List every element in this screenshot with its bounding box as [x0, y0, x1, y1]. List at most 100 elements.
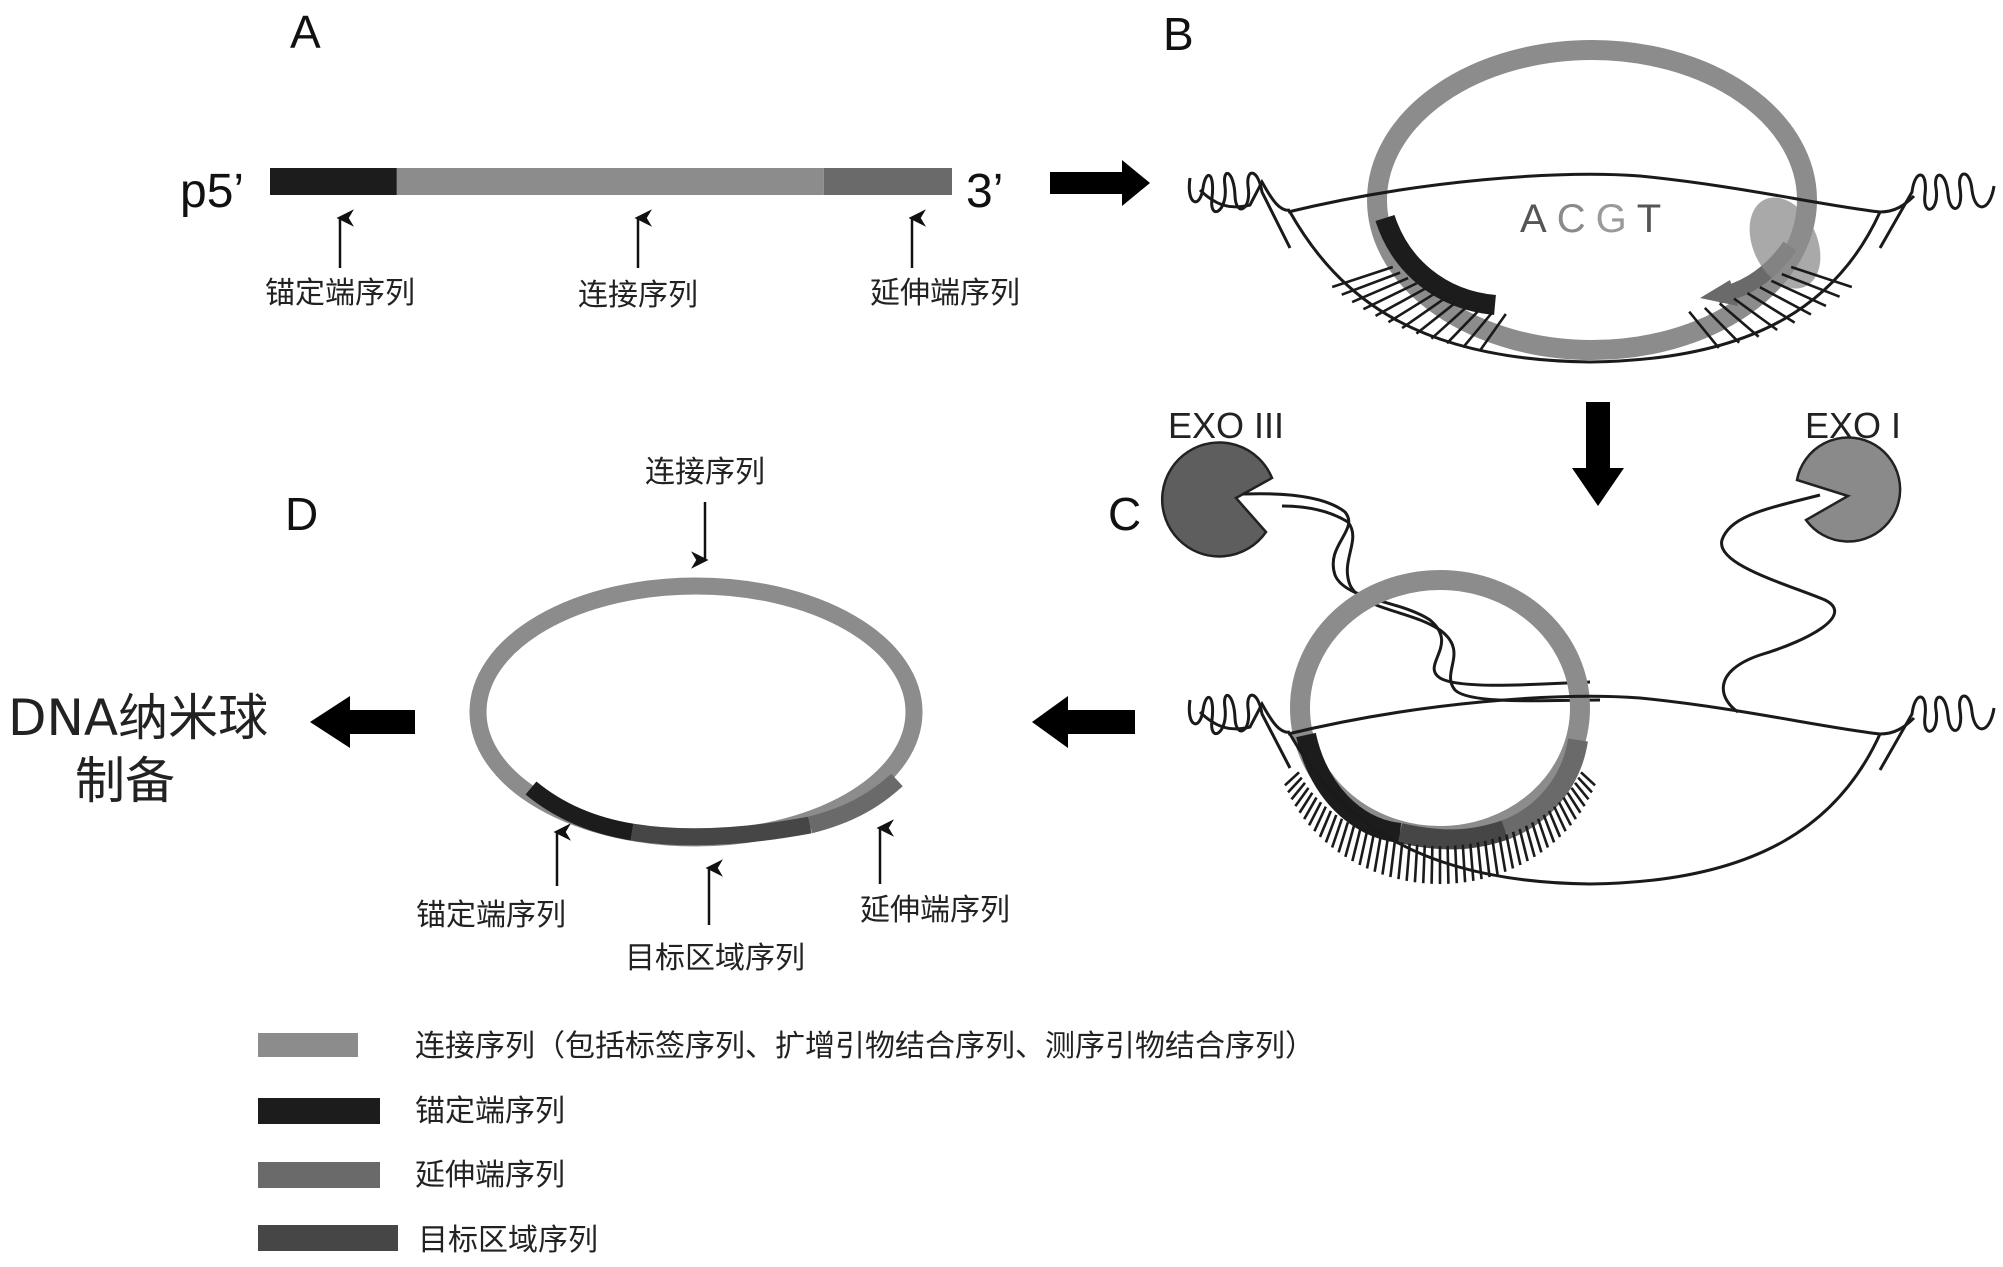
d-extension-label: 延伸端序列	[860, 893, 1010, 928]
base-pair-rung	[1461, 844, 1467, 883]
base-c: C	[1557, 197, 1596, 241]
exo-iii-enzyme-icon	[1160, 441, 1274, 558]
b-hybridization-rungs-right	[1688, 265, 1853, 349]
base-pair-rung	[1476, 842, 1483, 880]
base-pair-rung	[1365, 834, 1375, 869]
base-pair-rung	[1570, 787, 1586, 807]
panel-a-label: A	[290, 6, 321, 58]
dna-nanoball-label: DNA纳米球	[8, 689, 268, 747]
base-pair-rung	[1294, 787, 1310, 807]
extension-segment	[823, 168, 952, 195]
d-anchor-arc	[525, 781, 634, 841]
exo1-substrate-strand	[1720, 493, 1837, 714]
base-pair-rung	[1415, 300, 1459, 335]
base-pair-rung	[1524, 825, 1536, 858]
c-hybridization-rungs	[1284, 771, 1596, 884]
base-pair-rung	[1498, 836, 1507, 872]
base-pair-rung	[1530, 821, 1543, 853]
base-pair-rung	[1381, 838, 1389, 875]
base-pair-rung	[1566, 792, 1582, 814]
panel-c-label: C	[1108, 488, 1141, 540]
base-pair-rung	[1318, 810, 1333, 838]
legend-label-target: 目标区域序列	[418, 1223, 598, 1258]
base-pair-rung	[1536, 818, 1550, 848]
base-pair-rung	[1557, 801, 1573, 826]
base-pair-rung	[1770, 279, 1827, 308]
b-anchor-arc	[1375, 214, 1497, 315]
left-helix	[1187, 171, 1292, 249]
legend-label-extension: 延伸端序列	[415, 1158, 565, 1193]
c-left-helix	[1187, 693, 1292, 769]
d-anchor-label: 锚定端序列	[416, 898, 566, 933]
legend-swatch-anchor	[258, 1098, 380, 1124]
a-anchor-label: 锚定端序列	[265, 276, 415, 311]
c-extension-arc	[1501, 738, 1588, 840]
base-pair-rung	[1389, 840, 1397, 878]
base-pair-rung	[1324, 814, 1338, 843]
exo3-substrate-strand-1	[1242, 492, 1591, 687]
legend: 连接序列（包括标签序列、扩增引物结合序列、测序引物结合序列） 锚定端序列 延伸端…	[258, 1029, 1315, 1258]
linker-segment	[396, 168, 824, 195]
d-target-arc	[630, 816, 812, 846]
base-pair-rung	[1574, 781, 1590, 801]
polymerase-blob	[1749, 197, 1821, 289]
legend-label-anchor: 锚定端序列	[415, 1094, 565, 1129]
base-pair-rung	[1759, 286, 1812, 316]
base-pair-rung	[1421, 845, 1427, 884]
right-helix	[1878, 172, 1996, 249]
base-pair-rung	[1688, 310, 1720, 349]
base-pair-rung	[1284, 771, 1300, 787]
base-pair-rung	[1781, 272, 1841, 298]
acgt-bases: ACGT	[1520, 197, 1671, 241]
base-pair-rung	[1462, 310, 1495, 349]
base-pair-rung	[1542, 814, 1556, 843]
base-pair-rung	[1511, 831, 1522, 866]
c-target-arc	[1397, 820, 1509, 850]
base-pair-rung	[1298, 792, 1314, 814]
legend-swatch-linker	[258, 1033, 358, 1057]
base-pair-rung	[1374, 287, 1427, 317]
panel-b-label: B	[1163, 8, 1194, 60]
exo3-label: EXO III	[1168, 405, 1284, 446]
base-pair-rung	[1351, 828, 1362, 862]
base-pair-rung	[1718, 302, 1760, 338]
legend-item-anchor: 锚定端序列	[258, 1094, 565, 1129]
base-pair-rung	[1430, 845, 1434, 884]
base-pair-rung	[1446, 307, 1482, 345]
linear-template-bar	[270, 168, 952, 195]
c-right-helix-strand-2	[1879, 716, 1916, 736]
base-pair-rung	[1733, 297, 1778, 332]
panel-d: D 连接序列 锚定端序列 目标区域序列 延伸端序列	[285, 455, 1010, 976]
base-pair-rung	[1313, 806, 1327, 832]
base-pair-rung	[1446, 845, 1450, 884]
right-helix-strand-2	[1879, 194, 1916, 214]
base-t: T	[1637, 197, 1671, 241]
panel-a: A p5’ 3’ 锚定端序列 连接序列 延伸端序列	[180, 6, 1020, 313]
base-pair-rung	[1397, 842, 1404, 880]
base-pair-rung	[1580, 771, 1596, 787]
legend-item-extension: 延伸端序列	[258, 1158, 565, 1193]
base-pair-rung	[1303, 796, 1318, 820]
base-pair-rung	[1562, 796, 1577, 820]
base-pair-rung	[1547, 810, 1562, 838]
base-pair-rung	[1483, 840, 1491, 878]
five-prime-label: p5’	[180, 165, 244, 218]
c-left-helix-strand-2	[1198, 700, 1291, 734]
base-pair-rung	[1331, 265, 1394, 289]
base-pair-rung	[1344, 825, 1356, 858]
base-pair-rung	[1287, 776, 1303, 794]
base-pair-rung	[1491, 838, 1499, 875]
arrow-down-icon	[1572, 402, 1624, 506]
exo3-substrate-strand-2	[1281, 504, 1601, 703]
base-pair-rung	[1746, 291, 1796, 324]
base-pair-rung	[1362, 282, 1418, 311]
c-right-helix	[1878, 694, 1996, 771]
d-target-label: 目标区域序列	[625, 941, 805, 976]
preparation-label: 制备	[75, 752, 175, 810]
base-pair-rung	[1330, 818, 1344, 848]
c-top-strand	[1287, 694, 1881, 736]
arrow-left-icon	[1032, 696, 1135, 748]
d-linker-label: 连接序列	[645, 455, 765, 490]
arrow-left-output-icon	[310, 696, 415, 748]
